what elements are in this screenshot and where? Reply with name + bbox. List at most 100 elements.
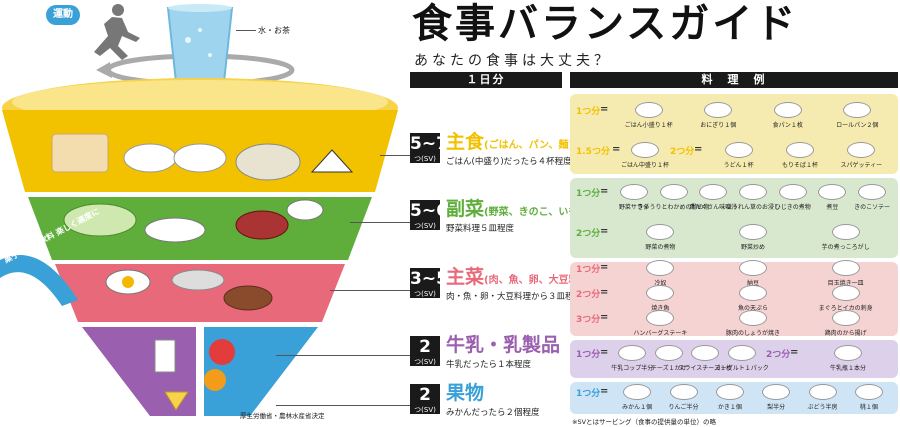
- example-dish-label: スライスチーズ１枚: [678, 365, 733, 372]
- category-description: みかんだったら２個程度: [446, 408, 540, 418]
- page-subtitle: あなたの食事は大丈夫？: [414, 53, 612, 69]
- example-dish-label: スパゲッティー: [840, 162, 883, 169]
- dish-illustration: [699, 184, 728, 200]
- leader-line: [350, 222, 410, 223]
- dish-illustration: [634, 102, 663, 118]
- dish-illustration: [854, 384, 883, 400]
- equals-sign: =: [694, 144, 703, 155]
- example-dish-label: 魚の天ぷら: [737, 305, 769, 312]
- category-title: 主食: [446, 131, 485, 153]
- example-dish-label: 食パン１枚: [772, 122, 803, 129]
- example-dish-label: 煮豆: [826, 204, 839, 211]
- miso-soup: [235, 210, 289, 240]
- spinning-top-illustration: [0, 4, 398, 416]
- equals-sign: =: [612, 144, 621, 155]
- dish-illustration: [646, 224, 675, 240]
- example-dish-label: 芋の煮っころがし: [821, 244, 870, 251]
- dish-illustration: [847, 142, 876, 158]
- dish-illustration: [773, 102, 802, 118]
- example-dish-label: 桃１個: [859, 404, 878, 411]
- dish-illustration: [858, 184, 887, 200]
- header-daily: １日分: [410, 72, 562, 88]
- dish-illustration: [654, 345, 683, 361]
- dish-illustration: [646, 260, 675, 277]
- example-dish-label: 具たくさん味噌汁: [689, 204, 738, 211]
- serving-label: 1つ分: [576, 389, 601, 399]
- equals-sign: =: [600, 186, 609, 197]
- apple: [209, 339, 235, 365]
- dish-illustration: [843, 102, 872, 118]
- onigiri: [310, 149, 354, 173]
- header-examples: 料 理 例: [570, 72, 898, 88]
- dish-illustration: [762, 384, 791, 400]
- dish-illustration: [831, 285, 860, 301]
- example-dish-label: 牛乳コップ半分: [611, 365, 654, 372]
- example-dish-label: ぶどう半房: [807, 404, 838, 411]
- dish-illustration: [691, 345, 720, 361]
- equals-sign: =: [600, 386, 609, 397]
- equals-sign: =: [600, 287, 609, 298]
- dish-illustration: [831, 309, 860, 326]
- example-dish-label: 梨半分: [767, 404, 786, 411]
- equals-sign: =: [790, 347, 799, 358]
- dish-illustration: [739, 224, 767, 240]
- example-dish-label: もりそば１杯: [781, 162, 819, 169]
- hamburger-steak: [223, 285, 273, 311]
- serving-label: 1つ分: [576, 189, 601, 199]
- category-name: 牛乳・乳製品: [446, 334, 560, 356]
- dish-illustration: [818, 184, 847, 200]
- equals-sign: =: [600, 347, 609, 358]
- dish-illustration: [834, 345, 862, 361]
- category-title: 主菜: [446, 266, 485, 288]
- category-name: 主食(ごはん、パン、麺): [446, 131, 573, 157]
- serving-label: 2つ分: [576, 229, 601, 239]
- dish-illustration: [646, 285, 675, 301]
- leader-line: [276, 355, 410, 356]
- category-description: 野菜料理５皿程度: [446, 224, 515, 234]
- exercise-badge: 運動: [46, 5, 80, 25]
- equals-sign: =: [600, 311, 609, 323]
- serving-label: 1.5つ分: [576, 147, 610, 157]
- equals-sign: =: [600, 262, 609, 274]
- serving-label: 2つ分: [670, 147, 695, 157]
- example-dish-label: 納豆: [746, 280, 760, 288]
- bread-dish: [51, 133, 109, 173]
- category-description: 肉・魚・卵・大豆料理から３皿程度: [446, 292, 583, 302]
- serving-label: 1つ分: [576, 350, 601, 360]
- example-dish-label: ロールパン２個: [836, 122, 879, 129]
- noodle-bowl: [235, 143, 301, 181]
- example-dish-label: ヨーグルト１パック: [714, 365, 769, 372]
- category-subtitle: (ごはん、パン、麺): [484, 140, 574, 151]
- example-dish-label: ハンバーグステーキ: [633, 329, 688, 337]
- runner-icon: [94, 4, 140, 60]
- category-name: 果物: [446, 382, 484, 404]
- example-dish-label: まぐろとイカの刺身: [818, 305, 873, 312]
- salad-dish: [63, 203, 137, 237]
- example-dish-label: かき１個: [717, 404, 742, 411]
- serving-label: 3つ分: [576, 314, 601, 325]
- dish-illustration: [623, 384, 652, 400]
- equals-sign: =: [600, 104, 609, 115]
- dish-illustration: [831, 260, 860, 277]
- example-dish-label: 冷奴: [654, 280, 667, 288]
- dish-illustration: [808, 384, 837, 400]
- example-dish-label: みかん１個: [622, 404, 653, 411]
- example-dish-label: りんご半分: [668, 404, 699, 411]
- dish-illustration: [739, 309, 767, 326]
- example-dish-label: ごはん中盛り１杯: [620, 162, 670, 169]
- category-subtitle: (肉、魚、卵、大豆料理): [484, 275, 594, 286]
- example-dish-label: うどん１杯: [723, 162, 754, 169]
- rice-bowl: [173, 143, 227, 173]
- serving-label: 1つ分: [576, 107, 601, 117]
- dish-illustration: [739, 285, 767, 301]
- dish-illustration: [727, 345, 756, 361]
- dish-illustration: [715, 384, 744, 400]
- example-dish-label: 焼き魚: [651, 305, 670, 312]
- serving-label: 1つ分: [576, 265, 601, 276]
- category-name: 主菜(肉、魚、卵、大豆料理): [446, 266, 593, 292]
- water-label: 水・お茶: [258, 26, 290, 35]
